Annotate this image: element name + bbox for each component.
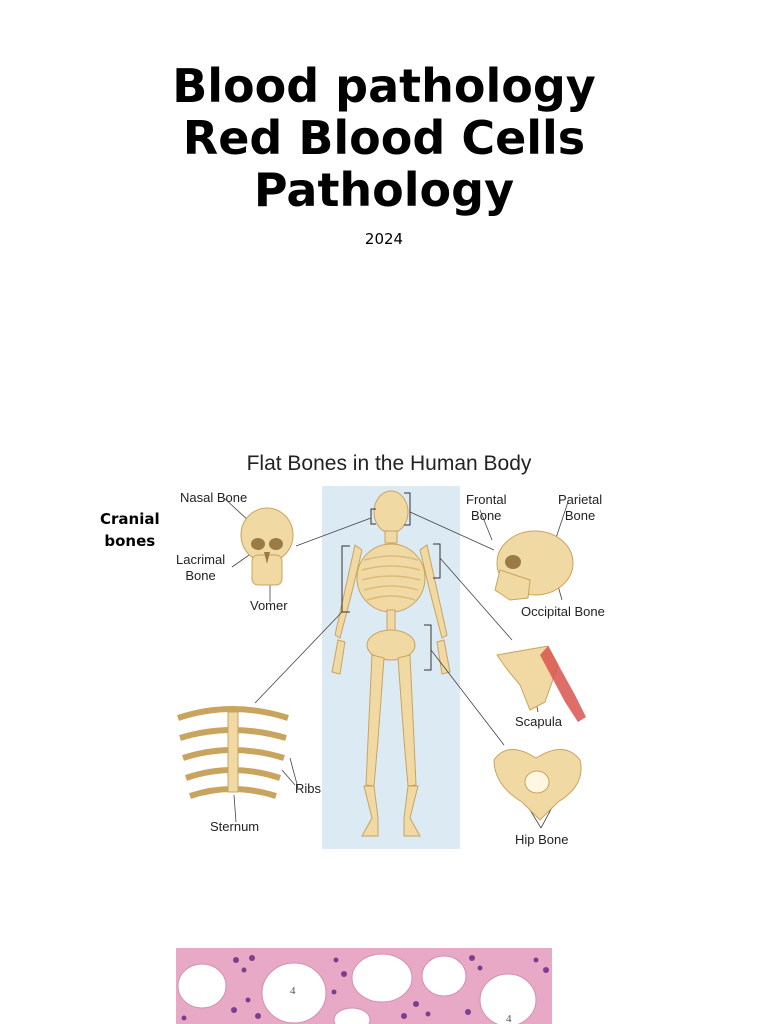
micrograph-label-2: 4 bbox=[506, 1013, 512, 1024]
micrograph-image: 4 4 bbox=[176, 948, 552, 1024]
lacrimal-bone-label: Lacrimal Bone bbox=[176, 552, 226, 583]
slide-year: 2024 bbox=[364, 230, 404, 248]
ribs-label: Ribs bbox=[295, 781, 322, 796]
figure-title: Flat Bones in the Human Body bbox=[246, 452, 532, 475]
title-line-2: Red Blood Cells bbox=[182, 111, 586, 165]
pelvic-inlet bbox=[524, 770, 550, 794]
fat-cells bbox=[177, 953, 537, 1024]
vomer-label: Vomer bbox=[250, 598, 288, 613]
nasal-bone-label: Nasal Bone bbox=[180, 490, 248, 505]
marrow-nuclei bbox=[181, 955, 549, 1021]
frontal-bone-label: Frontal Bone bbox=[466, 492, 507, 523]
skeleton-illustration bbox=[177, 486, 586, 849]
hip-bone-label: Hip Bone bbox=[515, 832, 569, 847]
side-skull-eye bbox=[505, 555, 521, 569]
occipital-bone-label: Occipital Bone bbox=[521, 604, 605, 619]
sternum-label: Sternum bbox=[210, 819, 260, 834]
scapula-label: Scapula bbox=[515, 714, 562, 729]
front-skull bbox=[240, 507, 294, 586]
slide-title: Blood pathology Red Blood Cells Patholog… bbox=[0, 60, 768, 216]
skull-eye-sockets bbox=[251, 538, 283, 564]
bone-marrow-micrograph: 4 4 bbox=[176, 948, 552, 1024]
cranial-bones-label: Cranial bones bbox=[100, 510, 160, 550]
sternum-bone bbox=[227, 711, 239, 793]
parietal-bone-label: Parietal Bone bbox=[558, 492, 603, 523]
title-line-1: Blood pathology bbox=[172, 59, 596, 113]
full-skeleton bbox=[331, 490, 451, 837]
title-line-3: Pathology bbox=[253, 163, 515, 217]
flat-bones-figure: Flat Bones in the Human Body bbox=[0, 440, 768, 860]
bracket-lines bbox=[341, 492, 441, 671]
side-skull bbox=[494, 530, 574, 601]
rib-lines bbox=[361, 555, 421, 601]
scapula-muscle bbox=[540, 646, 586, 722]
micrograph-label-1: 4 bbox=[290, 985, 296, 997]
